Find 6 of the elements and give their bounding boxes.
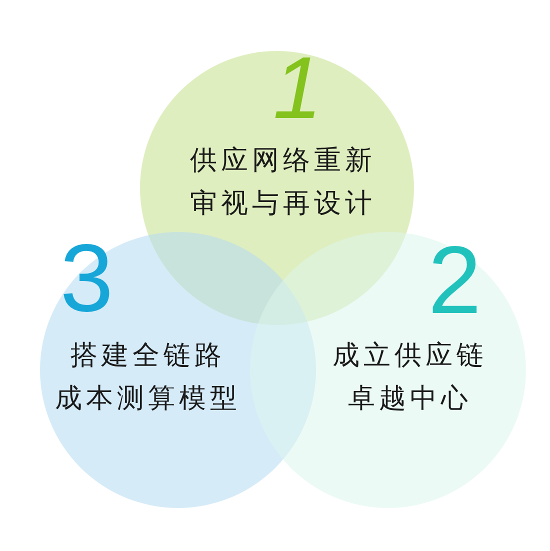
step-label: 搭建全链路成本测算模型: [54, 339, 242, 416]
step-number: 2: [428, 245, 482, 317]
step-number: 3: [60, 243, 114, 315]
step-label: 供应网络重新审视与再设计: [189, 144, 377, 221]
step-number: 1: [273, 55, 322, 121]
step-label: 成立供应链卓越中心: [332, 339, 488, 416]
